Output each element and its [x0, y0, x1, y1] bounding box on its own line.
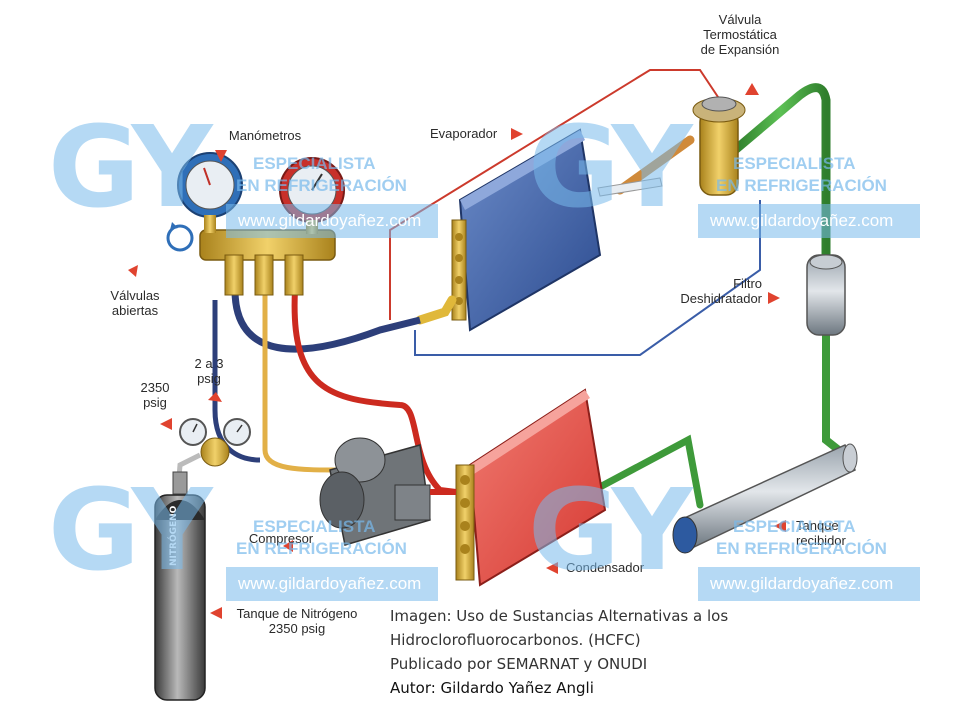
arrow-compresor: [283, 540, 293, 552]
label-tanque-recibidor: Tanque recibidor: [796, 518, 846, 548]
low-pressure-gauge: [177, 152, 243, 233]
evaporator-outlet-pipe: [415, 295, 457, 325]
high-pressure-gauge: [279, 157, 345, 234]
label-evaporador: Evaporador: [430, 126, 498, 141]
green-condenser-line: [581, 434, 704, 509]
expansion-valve: [597, 96, 746, 197]
yellow-hose: [262, 290, 341, 473]
cylinder-label: NITRÓGENO: [167, 505, 179, 566]
label-manometros: Manómetros: [228, 128, 302, 143]
blue-hose: [231, 289, 421, 353]
credit-line-3: Publicado por SEMARNAT y ONUDI: [390, 655, 648, 673]
arrow-tanque: [774, 520, 786, 532]
label-2-a-3-psig: 2 a 3 psig: [194, 356, 224, 386]
arrow-nitrogeno: [210, 607, 222, 619]
credit-line-1: Imagen: Uso de Sustancias Alternativas a…: [390, 607, 729, 625]
label-2350-psig: 2350 psig: [140, 380, 170, 410]
label-expansion-valve: Válvula Termostática de Expansión: [700, 12, 780, 57]
arrow-condensador: [546, 562, 558, 574]
red-sensing-line: [389, 69, 721, 320]
label-filtro: Filtro Deshidratador: [680, 276, 762, 306]
green-liquid-line-top: [730, 83, 831, 260]
arrow-2a3: [208, 392, 222, 402]
arrow-manometros: [215, 150, 227, 162]
label-condensador: Condensador: [566, 560, 645, 575]
label-compresor: Compresor: [248, 531, 314, 546]
arrow-evaporador: [511, 128, 523, 140]
blue-return-line: [414, 200, 761, 356]
evaporator: [451, 128, 602, 332]
receiver-tank: [672, 443, 858, 554]
image-credit: Imagen: Uso de Sustancias Alternativas a…: [390, 604, 728, 700]
credit-line-2: Hidroclorofluorocarbonos. (HCFC): [390, 631, 641, 649]
label-tanque-nitrogeno: Tanque de Nitrógeno 2350 psig: [236, 606, 358, 636]
arrow-2350: [160, 418, 172, 430]
credit-line-4: Autor: Gildardo Yañez Angli: [390, 679, 594, 697]
filter-drier: [806, 254, 846, 336]
nitrogen-cylinder: NITRÓGENO: [154, 471, 206, 701]
arrow-valvula: [745, 83, 759, 95]
arrow-filtro: [768, 292, 780, 304]
compressor: [319, 437, 431, 546]
green-liquid-line-mid: [822, 331, 849, 459]
pointer-arrows: [128, 83, 786, 619]
arrow-valvulas: [128, 265, 138, 277]
condenser: [455, 388, 607, 587]
label-valvulas-abiertas: Válvulas abiertas: [110, 288, 160, 318]
